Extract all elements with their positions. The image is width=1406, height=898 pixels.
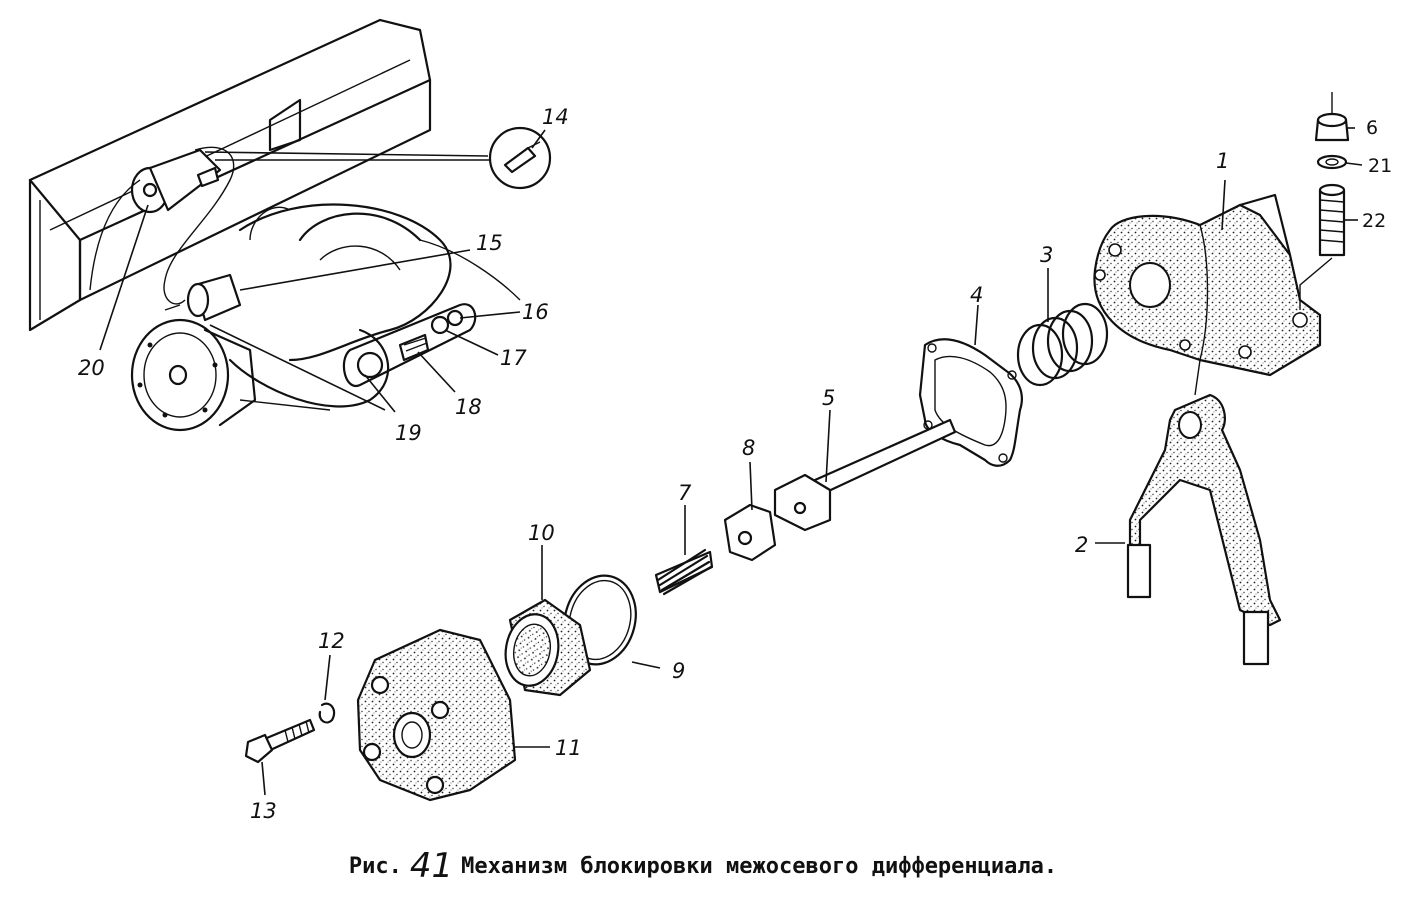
label-part-9: 9	[672, 659, 685, 683]
gasket	[918, 338, 1023, 467]
figure-caption: Рис. 41 Механизм блокировки межосевого диф…	[0, 846, 1406, 886]
frame-rail	[28, 18, 432, 332]
label-part-6: 6	[1366, 117, 1378, 139]
figure-number: 41	[409, 846, 454, 886]
lock-housing	[1093, 193, 1322, 377]
label-part-13: 13	[250, 799, 277, 823]
label-part-20: 20	[78, 356, 105, 380]
label-part-16: 16	[522, 300, 549, 324]
label-part-17: 17	[500, 346, 527, 370]
label-part-11: 11	[555, 736, 582, 760]
output-flange	[130, 318, 257, 432]
label-part-22: 22	[1362, 210, 1386, 232]
leader-lines	[99, 127, 1363, 796]
label-part-15: 15	[476, 231, 503, 255]
bolt	[244, 718, 316, 764]
cylinder-body	[356, 628, 517, 802]
label-part-21: 21	[1368, 155, 1392, 177]
label-part-12: 12	[318, 629, 345, 653]
piston-spring	[654, 548, 714, 596]
air-valve-assembly	[89, 146, 235, 305]
caption-prefix: Рис.	[348, 854, 402, 879]
label-part-3: 3	[1040, 243, 1053, 267]
axle-housing	[228, 203, 521, 411]
label-part-4: 4	[970, 283, 983, 307]
label-part-10: 10	[528, 521, 555, 545]
spring-washer	[318, 702, 336, 724]
switch-plate	[342, 303, 477, 388]
label-part-2: 2	[1075, 533, 1088, 557]
label-part-5: 5	[822, 386, 835, 410]
shift-fork	[1126, 359, 1282, 666]
caption-title: Механизм блокировки межосевого дифференц…	[461, 854, 1058, 879]
label-part-19: 19	[395, 421, 422, 445]
stud-nut-set	[1299, 92, 1350, 310]
actuator-cylinder	[164, 273, 242, 322]
lock-nut	[723, 503, 777, 562]
label-part-1: 1	[1216, 149, 1229, 173]
label-part-8: 8	[742, 436, 755, 460]
return-spring	[1016, 302, 1109, 387]
push-rod	[773, 418, 957, 532]
piston	[504, 598, 592, 697]
part-labels: 1 2 3 4 5 6 7 8 9 10 11 12 13 14 15 16 1…	[78, 105, 1392, 823]
label-part-18: 18	[455, 395, 482, 419]
label-part-7: 7	[678, 481, 692, 505]
label-part-14: 14	[542, 105, 569, 129]
